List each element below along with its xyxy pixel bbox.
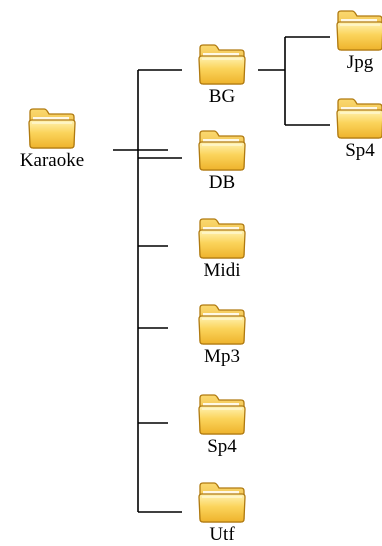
folder-node-bg[interactable]: BG — [182, 40, 262, 108]
folder-icon — [198, 304, 246, 345]
folder-node-bg-sp4[interactable]: Sp4 — [320, 94, 382, 162]
folder-icon — [198, 394, 246, 435]
folder-icon — [198, 130, 246, 171]
folder-icon — [198, 218, 246, 259]
folder-icon — [198, 44, 246, 85]
folder-label-karaoke: Karaoke — [19, 150, 85, 171]
folder-icon — [198, 482, 246, 523]
folder-label-midi: Midi — [203, 260, 241, 281]
folder-node-karaoke[interactable]: Karaoke — [12, 104, 92, 172]
folder-icon — [28, 108, 76, 149]
folder-label-jpg: Jpg — [346, 52, 374, 73]
folder-icon — [336, 98, 382, 139]
folder-icon — [336, 10, 382, 51]
folder-label-bg-sp4: Sp4 — [345, 140, 375, 161]
folder-node-mp3[interactable]: Mp3 — [182, 300, 262, 368]
folder-label-db: DB — [208, 172, 236, 193]
folder-label-bg: BG — [208, 86, 236, 107]
folder-label-mp3: Mp3 — [204, 346, 240, 367]
folder-label-utf: Utf — [209, 524, 235, 545]
folder-node-sp4[interactable]: Sp4 — [182, 390, 262, 458]
folder-node-bg-jpg[interactable]: Jpg — [320, 6, 382, 74]
folder-label-sp4: Sp4 — [207, 436, 237, 457]
folder-node-midi[interactable]: Midi — [182, 214, 262, 282]
folder-node-utf[interactable]: Utf — [182, 478, 262, 546]
folder-node-db[interactable]: DB — [182, 126, 262, 194]
